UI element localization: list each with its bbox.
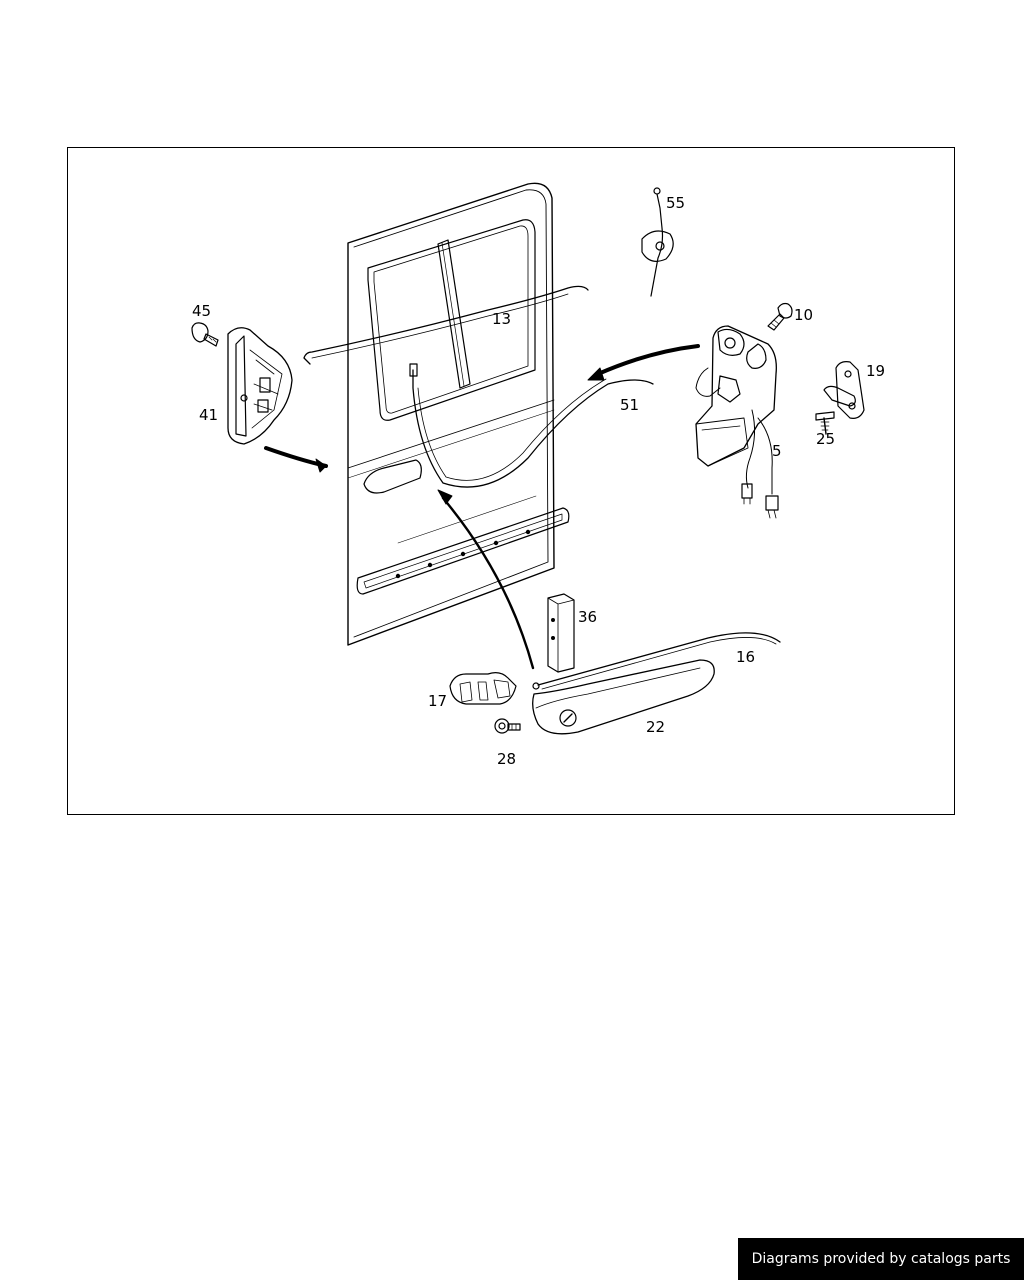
arrows xyxy=(264,344,700,670)
interior-handle-41 xyxy=(227,327,293,445)
callout-22: 22 xyxy=(646,718,665,736)
callout-55: 55 xyxy=(666,194,685,212)
screw-25 xyxy=(815,411,835,435)
callout-28: 28 xyxy=(497,750,516,768)
lower-cable-51 xyxy=(409,363,654,488)
block-36 xyxy=(547,593,575,673)
credit-badge: Diagrams provided by catalogs parts xyxy=(738,1238,1024,1280)
callout-41: 41 xyxy=(199,406,218,424)
bolt-45 xyxy=(191,322,219,347)
callout-19: 19 xyxy=(866,362,885,380)
callout-17: 17 xyxy=(428,692,447,710)
callout-10: 10 xyxy=(794,306,813,324)
callout-25: 25 xyxy=(816,430,835,448)
clip-55 xyxy=(641,187,674,297)
door-panel xyxy=(347,182,570,646)
callout-5: 5 xyxy=(772,442,782,460)
exterior-handle-22 xyxy=(532,659,715,735)
callout-13: 13 xyxy=(492,310,511,328)
callout-45: 45 xyxy=(192,302,211,320)
lock-bolt-10 xyxy=(767,302,793,331)
bolt-28 xyxy=(494,718,521,734)
callout-36: 36 xyxy=(578,608,597,626)
callout-16: 16 xyxy=(736,648,755,666)
door-lock-5 xyxy=(695,325,779,519)
exploded-parts-diagram: 55 45 13 10 19 41 51 25 5 36 16 17 22 28 xyxy=(191,182,885,768)
upper-cable-13 xyxy=(303,285,589,365)
callout-labels: 55 45 13 10 19 41 51 25 5 36 16 17 22 28 xyxy=(192,194,885,768)
exterior-cable-16 xyxy=(532,632,781,690)
striker-plate-19 xyxy=(823,361,865,419)
lock-carrier-17 xyxy=(449,672,517,705)
diagram-frame: 55 45 13 10 19 41 51 25 5 36 16 17 22 28 xyxy=(67,147,955,815)
callout-51: 51 xyxy=(620,396,639,414)
